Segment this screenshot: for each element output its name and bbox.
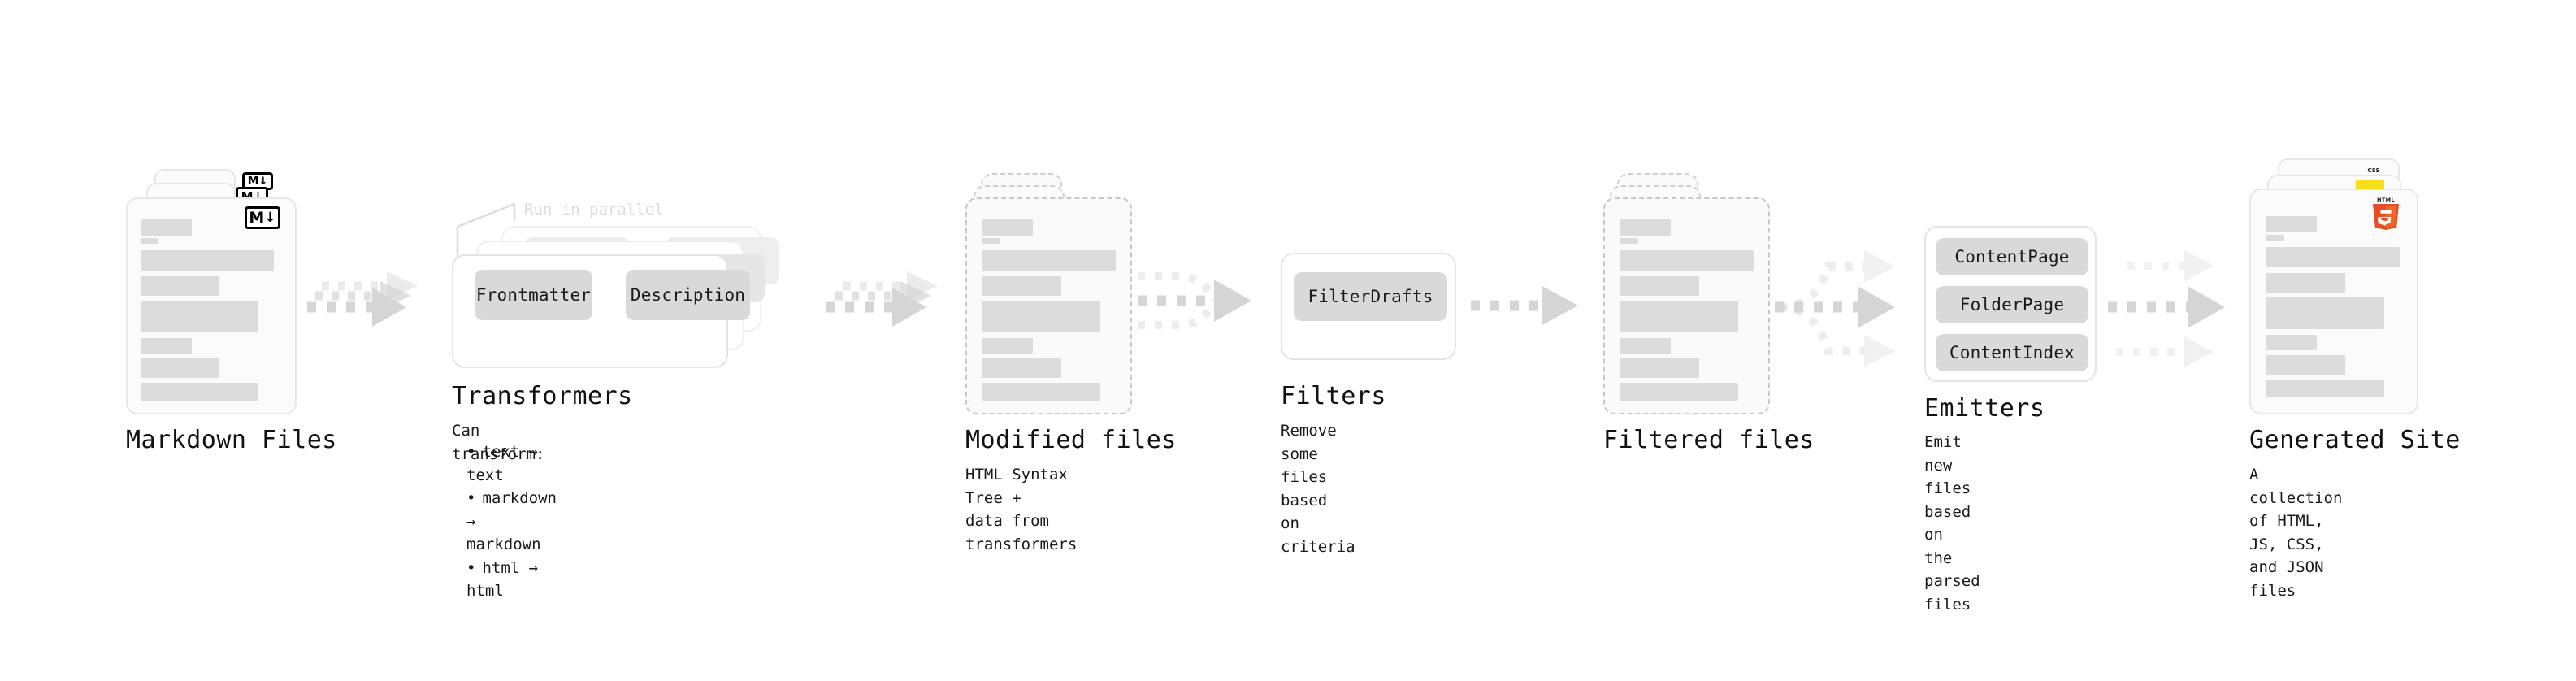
list-item: text → text: [466, 440, 557, 487]
transformer-pill-frontmatter[interactable]: Frontmatter: [475, 270, 592, 320]
skeleton-bar: [2266, 355, 2345, 375]
markdown-badge-front: M↓: [245, 206, 280, 229]
svg-text:CSS: CSS: [2367, 167, 2379, 174]
generated-site-subtitle: A collection of HTML, JS, CSS, and JSON …: [2249, 466, 2343, 600]
markdown-badge-letter: M: [247, 175, 259, 188]
skeleton-bar: [982, 276, 1061, 296]
skeleton-bar: [1620, 358, 1699, 378]
stage-title-filters: Filters: [1281, 382, 1386, 410]
markdown-badge-arrow: ↓: [258, 175, 268, 188]
markdown-badge-arrow: ↓: [264, 209, 276, 226]
skeleton-bar: [1620, 338, 1671, 354]
run-in-parallel-label: Run in parallel: [524, 201, 664, 219]
markdown-badge-arrow: ↓: [253, 190, 263, 203]
stage-title-markdown-files: Markdown Files: [126, 426, 337, 454]
svg-text:HTML: HTML: [2377, 197, 2395, 203]
connector-transformers-to-modified: [821, 268, 951, 358]
markdown-badge-letter: M: [249, 208, 265, 227]
transformers-group-box: Frontmatter Description: [452, 254, 750, 368]
connector-filtered-to-emitters: [1773, 236, 1928, 382]
skeleton-bar: [1620, 383, 1738, 401]
list-item: markdown → markdown: [466, 487, 557, 557]
stage-title-modified-files: Modified files: [965, 426, 1177, 454]
skeleton-bar: [141, 219, 192, 236]
skeleton-bar: [982, 219, 1033, 236]
skeleton-bar: [141, 338, 192, 354]
skeleton-bar: [1620, 219, 1671, 236]
skeleton-bar: [141, 383, 258, 401]
skeleton-bar: [141, 301, 258, 332]
emitters-group-box: ContentPage FolderPage ContentIndex: [1924, 226, 2097, 382]
transformers-capability-list: text → text markdown → markdown html → h…: [455, 440, 557, 603]
connector-md-to-transformers: [302, 268, 432, 358]
skeleton-bar: [141, 358, 219, 378]
filter-pill-filterdrafts[interactable]: FilterDrafts: [1294, 272, 1447, 321]
skeleton-bar: [2266, 273, 2345, 293]
transformer-pill-description[interactable]: Description: [626, 270, 750, 320]
skeleton-bar: [982, 238, 1000, 244]
modified-card-front: [965, 197, 1132, 414]
emitter-pill-folderpage[interactable]: FolderPage: [1936, 286, 2088, 323]
skeleton-bar: [2266, 297, 2384, 329]
html5-icon: HTML: [2373, 197, 2399, 230]
skeleton-bar: [1620, 250, 1754, 271]
skeleton-bar: [982, 383, 1100, 401]
skeleton-bar: [2266, 216, 2317, 232]
skeleton-bar: [2266, 380, 2384, 397]
skeleton-bar: [1620, 301, 1738, 332]
connector-emitters-to-site: [2106, 236, 2253, 382]
modified-files-subtitle: HTML Syntax Tree + data from transformer…: [965, 466, 1078, 553]
stage-title-filtered-files: Filtered files: [1603, 426, 1815, 454]
stage-title-generated-site: Generated Site: [2249, 426, 2461, 454]
emitter-pill-contentindex[interactable]: ContentIndex: [1936, 334, 2088, 371]
skeleton-bar: [982, 250, 1116, 271]
skeleton-bar: [141, 238, 158, 244]
markdown-card-front: M↓: [126, 197, 297, 414]
skeleton-bar: [141, 250, 274, 271]
site-card-front: HTML: [2249, 189, 2418, 414]
connector-filters-to-filtered: [1468, 276, 1589, 341]
emitter-pill-contentpage[interactable]: ContentPage: [1936, 238, 2088, 275]
skeleton-bar: [1620, 276, 1699, 296]
filters-subtitle: Remove some files based on criteria: [1281, 422, 1355, 556]
skeleton-bar: [982, 338, 1033, 354]
skeleton-bar: [2266, 247, 2400, 267]
skeleton-bar: [982, 301, 1100, 332]
list-item: html → html: [466, 557, 557, 603]
run-in-parallel-bracket: [456, 202, 516, 259]
skeleton-bar: [2266, 335, 2317, 350]
stage-title-emitters: Emitters: [1924, 394, 2045, 423]
emitters-subtitle: Emit new files based on the parsed files: [1924, 433, 1980, 614]
skeleton-bar: [2266, 235, 2284, 241]
skeleton-bar: [982, 358, 1061, 378]
filters-group-box: FilterDrafts: [1281, 253, 1456, 360]
filtered-card-front: [1603, 197, 1770, 414]
stage-title-transformers: Transformers: [452, 382, 633, 410]
skeleton-bar: [141, 276, 219, 296]
skeleton-bar: [1620, 238, 1638, 244]
connector-modified-to-filters: [1136, 258, 1282, 364]
